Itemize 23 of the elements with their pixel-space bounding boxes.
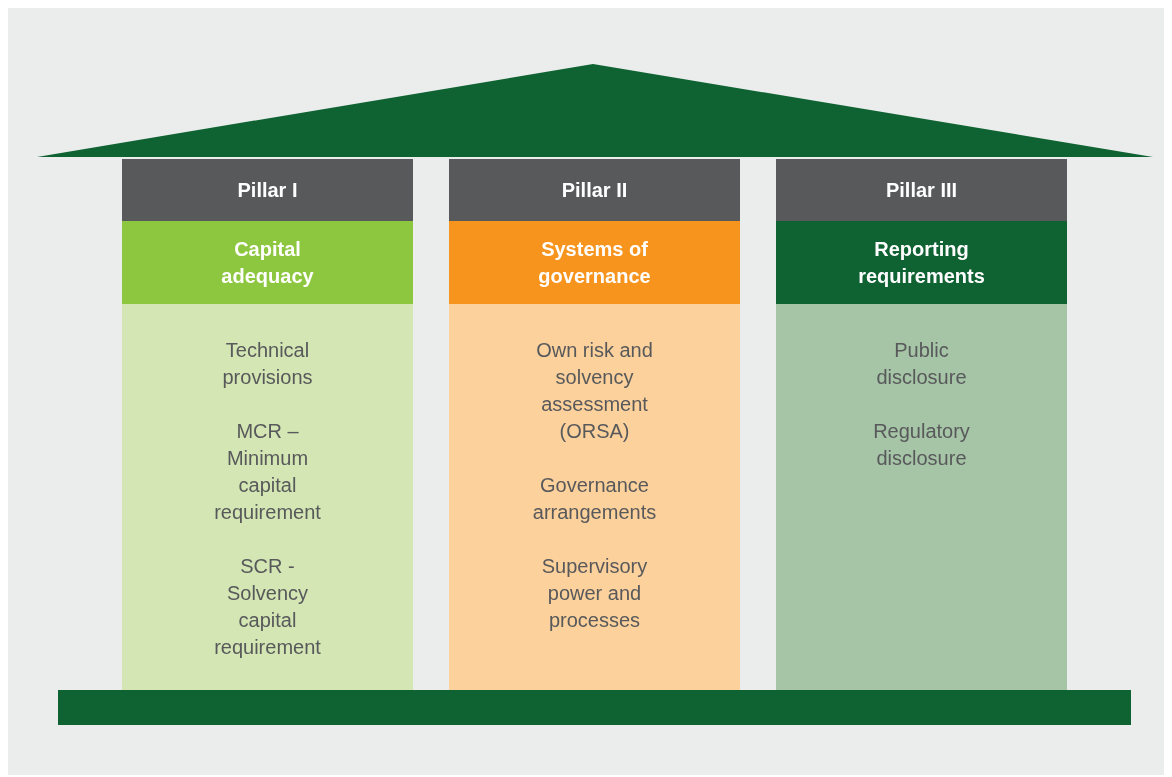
pillar-title-band	[449, 221, 740, 304]
pillar-header	[122, 159, 413, 221]
pillar-item: Governance arrangements	[531, 473, 658, 525]
pillar-body	[122, 304, 413, 690]
pillar-title: Systems of governance	[537, 236, 652, 289]
pillar-item: Public disclosure	[875, 338, 968, 390]
pillar-title-band	[122, 221, 413, 304]
pillar-header	[776, 159, 1067, 221]
pillar-title-band	[776, 221, 1067, 304]
pillar-item: Own risk and solvency assessment (ORSA)	[535, 338, 654, 444]
pillar-title: Capital adequacy	[220, 236, 315, 289]
pillar-heading: Pillar I	[237, 177, 298, 203]
pillar-item: MCR – Minimum capital requirement	[213, 419, 322, 525]
pillar-body	[449, 304, 740, 690]
pillar-header	[449, 159, 740, 221]
pillar-heading: Pillar II	[561, 177, 628, 203]
pillar-item: SCR - Solvency capital requirement	[213, 554, 322, 660]
pillar-title: Reporting requirements	[857, 236, 986, 289]
pillar-item: Technical provisions	[221, 338, 314, 390]
pillar-body	[776, 304, 1067, 690]
pillar-item: Regulatory disclosure	[872, 419, 971, 471]
pillar-item: Supervisory power and processes	[540, 554, 649, 633]
pillar-heading: Pillar III	[885, 177, 958, 203]
